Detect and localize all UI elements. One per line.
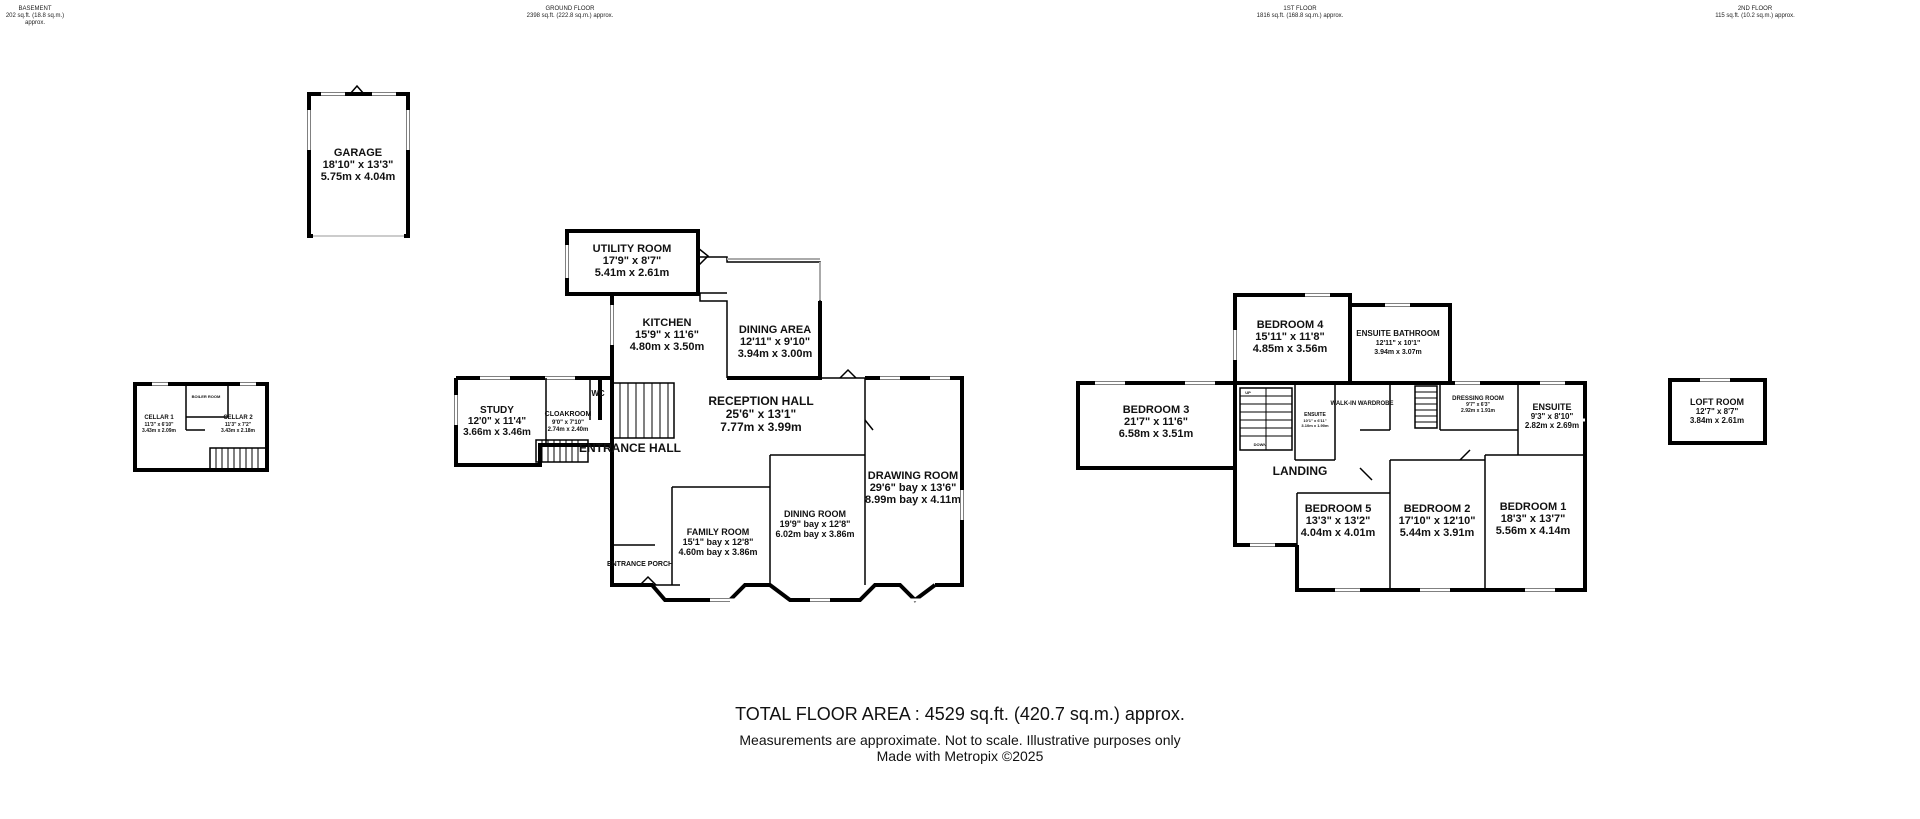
cellar2-metric: 3.43m x 2.18m: [221, 428, 255, 434]
cellar2-imperial: 11'3" x 7'2": [225, 422, 252, 428]
bedroom2-metric: 5.44m x 3.91m: [1400, 527, 1475, 539]
first-floor: [1076, 293, 1587, 592]
floor-area: 202 sq.ft. (18.8 sq.m.) approx.: [5, 13, 65, 26]
family-room-label: FAMILY ROOM: [687, 527, 750, 537]
utility-metric: 5.41m x 2.61m: [595, 267, 670, 279]
floor-header-second: 2ND FLOOR 115 sq.ft. (10.2 sq.m.) approx…: [1690, 6, 1820, 20]
ensuite-bathroom-metric: 3.94m x 3.07m: [1374, 349, 1421, 356]
bedroom1-imperial: 18'3" x 13'7": [1501, 513, 1566, 525]
ground-floor: [454, 229, 964, 603]
reception-hall-label: RECEPTION HALL: [708, 394, 813, 408]
walk-in-label: WALK-IN WARDROBE: [1331, 401, 1394, 407]
ensuite-small-label: ENSUITE: [1304, 412, 1326, 418]
floor-area: 1816 sq.ft. (168.8 sq.m.) approx.: [1256, 13, 1344, 19]
kitchen-imperial: 15'9" x 11'6": [635, 329, 699, 341]
second-floor: [1668, 378, 1767, 445]
utility-label: UTILITY ROOM: [593, 243, 672, 255]
bedroom4-metric: 4.85m x 3.56m: [1253, 343, 1328, 355]
study-imperial: 12'0" x 11'4": [468, 416, 526, 427]
dressing-label: DRESSING ROOM: [1452, 396, 1504, 402]
family-room-metric: 4.60m bay x 3.86m: [678, 547, 757, 557]
bedroom4-imperial: 15'11" x 11'8": [1255, 331, 1325, 343]
bedroom3-metric: 6.58m x 3.51m: [1119, 428, 1194, 440]
floor-name: 1ST FLOOR: [1283, 6, 1317, 12]
study-metric: 3.66m x 3.46m: [463, 427, 531, 438]
floor-plan: GARAGE 18'10" x 13'3" 5.75m x 4.04m CELL…: [133, 84, 1767, 603]
bedroom5-metric: 4.04m x 4.01m: [1301, 527, 1376, 539]
bedroom1-label: BEDROOM 1: [1500, 501, 1567, 513]
drawing-room-imperial: 29'6" bay x 13'6": [870, 482, 957, 494]
loft-metric: 3.84m x 2.61m: [1690, 416, 1744, 425]
total-floor-area: TOTAL FLOOR AREA : 4529 sq.ft. (420.7 sq…: [735, 704, 1185, 724]
cloakroom-label: CLOAKROOM: [545, 411, 592, 418]
bedroom5-label: BEDROOM 5: [1305, 503, 1372, 515]
bedroom4-label: BEDROOM 4: [1257, 319, 1325, 331]
dining-area-imperial: 12'11" x 9'10": [740, 336, 810, 348]
dining-room-label: DINING ROOM: [784, 509, 846, 519]
disclaimer: Measurements are approximate. Not to sca…: [739, 732, 1181, 748]
floor-name: GROUND FLOOR: [545, 6, 595, 12]
floor-area: 115 sq.ft. (10.2 sq.m.) approx.: [1715, 13, 1795, 19]
kitchen-metric: 4.80m x 3.50m: [630, 341, 705, 353]
entrance-hall-label: ENTRANCE HALL: [579, 441, 681, 455]
dressing-imperial: 9'7" x 6'3": [1466, 402, 1490, 408]
room-labels: GARAGE 18'10" x 13'3" 5.75m x 4.04m CELL…: [142, 147, 1744, 568]
credit: Made with Metropix ©2025: [876, 748, 1044, 764]
drawing-room-label: DRAWING ROOM: [868, 470, 958, 482]
garage-imperial: 18'10" x 13'3": [323, 159, 394, 171]
bedroom5-imperial: 13'3" x 13'2": [1306, 515, 1371, 527]
basement: [133, 382, 269, 472]
dining-room-imperial: 19'9" bay x 12'8": [780, 519, 851, 529]
stair-down-label: DOWN: [1254, 442, 1267, 447]
boiler-label: BOILER ROOM: [192, 394, 221, 399]
bedroom3-label: BEDROOM 3: [1123, 404, 1190, 416]
cloakroom-imperial: 9'0" x 7'10": [552, 420, 584, 426]
reception-hall-imperial: 25'6" x 13'1": [726, 407, 796, 421]
ensuite1-label: ENSUITE: [1532, 402, 1571, 412]
loft-label: LOFT ROOM: [1690, 397, 1744, 407]
floor-name: 2ND FLOOR: [1737, 6, 1773, 12]
loft-imperial: 12'7" x 8'7": [1696, 407, 1739, 416]
dressing-metric: 2.92m x 1.91m: [1461, 408, 1495, 414]
cellar2-label: CELLAR 2: [223, 415, 253, 421]
ensuite-bathroom-imperial: 12'11" x 10'1": [1376, 340, 1421, 347]
stair-up-label: UP: [1245, 390, 1251, 395]
floor-header-ground: GROUND FLOOR 2398 sq.ft. (222.8 sq.m.) a…: [500, 6, 640, 20]
reception-hall-metric: 7.77m x 3.99m: [720, 420, 801, 434]
floor-area: 2398 sq.ft. (222.8 sq.m.) approx.: [526, 13, 614, 19]
ensuite1-imperial: 9'3" x 8'10": [1531, 412, 1574, 421]
floor-header-first: 1ST FLOOR 1816 sq.ft. (168.8 sq.m.) appr…: [1230, 6, 1370, 20]
bedroom1-metric: 5.56m x 4.14m: [1496, 525, 1571, 537]
kitchen-label: KITCHEN: [643, 317, 692, 329]
bedroom2-imperial: 17'10" x 12'10": [1399, 515, 1476, 527]
ensuite-small-metric: 3.10m x 1.90m: [1301, 423, 1329, 428]
dining-room-metric: 6.02m bay x 3.86m: [775, 529, 854, 539]
ensuite-small-imperial: 10'1" x 6'11": [1303, 418, 1326, 423]
dining-area-metric: 3.94m x 3.00m: [738, 348, 813, 360]
bedroom2-label: BEDROOM 2: [1404, 503, 1471, 515]
garage-metric: 5.75m x 4.04m: [321, 171, 396, 183]
cellar1-imperial: 11'3" x 6'10": [144, 422, 174, 428]
garage: [307, 84, 410, 238]
wc-label: WC: [591, 389, 605, 398]
floor-name: BASEMENT: [18, 6, 52, 12]
garage-label: GARAGE: [334, 147, 382, 159]
cellar1-metric: 3.43m x 2.09m: [142, 428, 176, 434]
landing-label: LANDING: [1273, 464, 1328, 478]
bedroom3-imperial: 21'7" x 11'6": [1124, 416, 1188, 428]
drawing-room-metric: 8.99m bay x 4.11m: [865, 494, 961, 506]
cloakroom-metric: 2.74m x 2.40m: [548, 427, 589, 433]
cellar1-label: CELLAR 1: [144, 415, 174, 421]
ensuite-bathroom-label: ENSUITE BATHROOM: [1356, 329, 1440, 338]
entrance-porch-label: ENTRANCE PORCH: [607, 561, 673, 568]
dining-area-label: DINING AREA: [739, 324, 811, 336]
ensuite1-metric: 2.82m x 2.69m: [1525, 421, 1579, 430]
floor-header-basement: BASEMENT 202 sq.ft. (18.8 sq.m.) approx.: [0, 6, 70, 27]
study-label: STUDY: [480, 405, 514, 416]
utility-imperial: 17'9" x 8'7": [603, 255, 661, 267]
family-room-imperial: 15'1" bay x 12'8": [683, 537, 754, 547]
